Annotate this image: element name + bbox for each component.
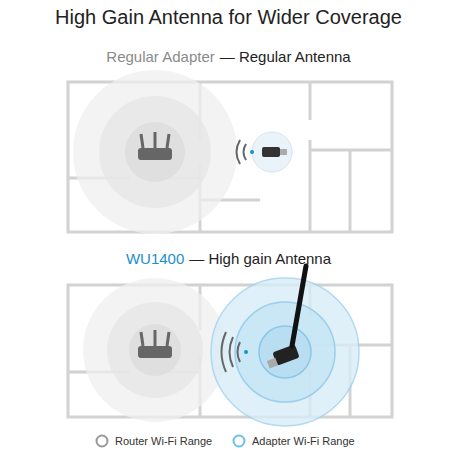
title: High Gain Antenna for Wider Coverage [0, 6, 457, 29]
heading-text: — Regular Antenna [220, 48, 351, 65]
panel-heading: WU1400 — High gain Antenna [0, 250, 457, 267]
legend-swatch [95, 434, 109, 448]
router-range [73, 70, 237, 234]
heading-text: — High gain Antenna [189, 250, 331, 267]
usb-adapter [262, 147, 287, 157]
router-icon [138, 132, 172, 160]
legend-swatch [232, 434, 246, 448]
wifi-waves [222, 332, 249, 372]
router-icon [138, 330, 172, 358]
legend-item: Adapter Wi-Fi Range [232, 434, 355, 448]
legend-text: Adapter Wi-Fi Range [252, 435, 355, 447]
legend-item: Router Wi-Fi Range [95, 434, 212, 448]
router-range [83, 278, 227, 422]
adapter-range [252, 132, 292, 172]
panel-heading: Regular Adapter — Regular Antenna [0, 48, 457, 65]
heading-text: WU1400 [126, 250, 184, 267]
usb-adapter [267, 266, 306, 368]
adapter-range [211, 278, 359, 426]
heading-text: Regular Adapter [106, 48, 214, 65]
legend-text: Router Wi-Fi Range [115, 435, 212, 447]
wifi-waves [237, 140, 255, 164]
